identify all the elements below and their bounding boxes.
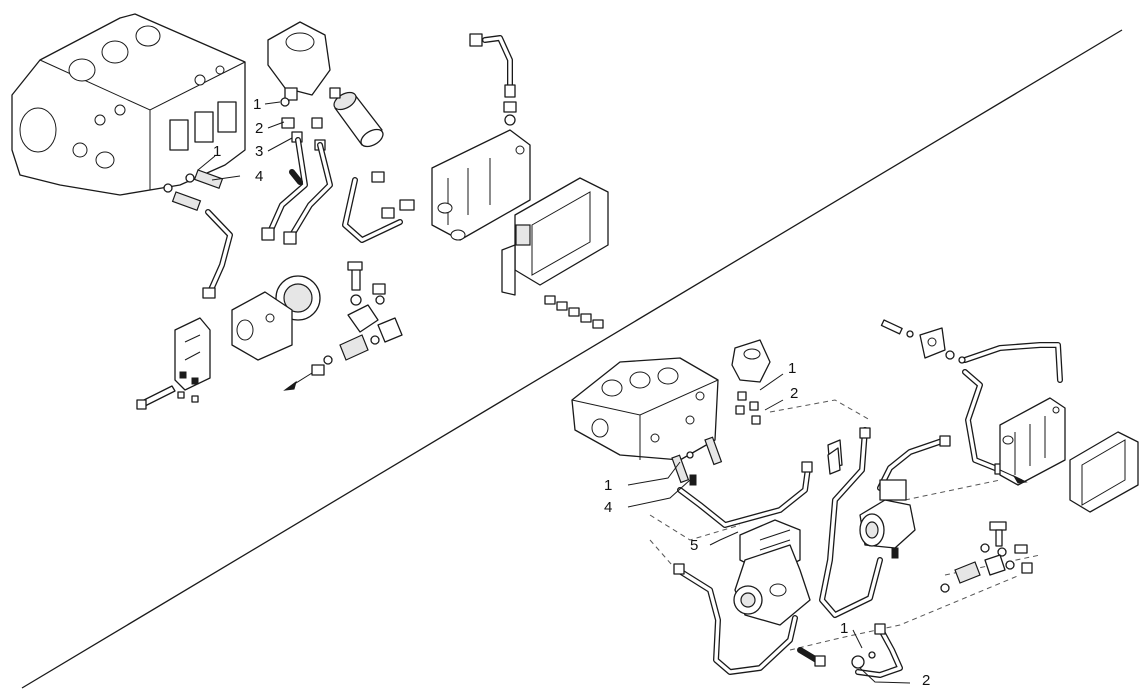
callout-2-bottom-compressor-fitting: 2	[922, 672, 930, 689]
pipes-top	[205, 35, 513, 295]
callout-2-bottom-fitting: 2	[790, 385, 798, 402]
flow-arrow-top	[283, 372, 313, 391]
leaders-top	[197, 101, 293, 181]
callout-2-top-fitting: 2	[255, 120, 263, 137]
cylinder-head-bottom	[571, 357, 719, 461]
filter-cartridge-top	[333, 91, 384, 148]
ecu-bracket-bottom	[999, 397, 1066, 486]
callout-1-bottom-compressor-ring: 1	[840, 620, 848, 637]
filter-head-bottom	[731, 339, 771, 425]
ecu-module-bottom	[1069, 431, 1139, 513]
clamp-bracket-bottom	[827, 319, 966, 475]
callout-numbers: 1 2 3 1 4 1 2 1 4 5 1 2	[213, 96, 930, 689]
callout-4-bottom-union: 4	[604, 499, 612, 516]
bottom-view	[571, 319, 1139, 684]
callout-1-top-block-ring: 1	[213, 143, 221, 160]
top-view	[11, 13, 609, 410]
mounting-plate-top	[174, 317, 211, 403]
separator-line	[21, 29, 1123, 689]
banjo-fittings-bottom	[940, 521, 1033, 593]
fuel-pump-top	[231, 275, 321, 361]
bolt-top	[136, 385, 176, 410]
callout-1-top-filter-ring: 1	[253, 96, 261, 113]
pipe-fittings-top	[202, 33, 517, 299]
callout-4-top-union: 4	[255, 168, 263, 185]
callout-1-bottom-filter-ring: 1	[788, 360, 796, 377]
filter-head-top	[267, 21, 331, 101]
callout-1-bottom-block-ring: 1	[604, 477, 612, 494]
leaders-bottom	[627, 373, 911, 684]
callout-5-bottom-pipe: 5	[690, 537, 698, 554]
ecu-bracket-top	[431, 129, 531, 241]
hydraulic-pump-bottom	[859, 479, 916, 559]
engine-block-top	[11, 13, 246, 196]
connector-strip-top	[544, 295, 604, 329]
ecu-module-top	[501, 177, 609, 296]
callout-3-top-pipe: 3	[255, 143, 263, 160]
banjo-fittings-top	[311, 261, 403, 376]
air-compressor-bottom	[733, 519, 811, 626]
pipes-bottom	[675, 342, 1063, 678]
flow-arrow-bottom	[999, 469, 1028, 484]
